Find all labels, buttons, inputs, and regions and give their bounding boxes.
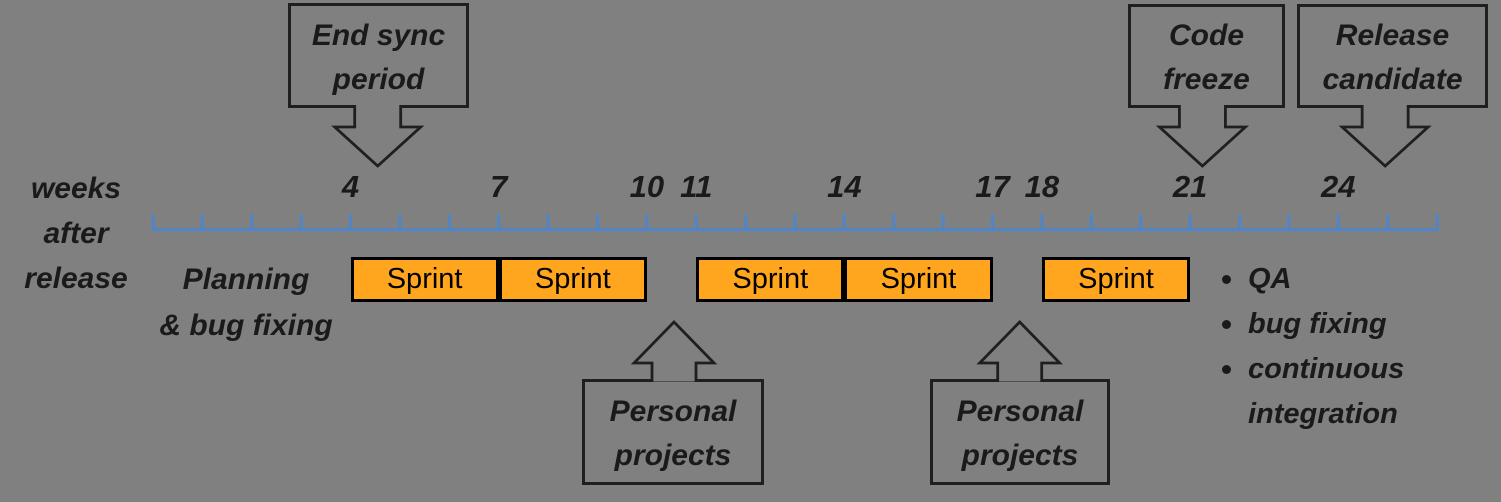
bullet-label: continuous integration [1248,353,1405,430]
bullet-icon [1222,275,1231,284]
list-item: QA [1222,257,1492,302]
week-label-10: 10 [629,169,665,204]
axis-caption: weeks after release [0,166,152,301]
sprint-box-week11-14: Sprint [696,257,845,302]
callout-text-line: projects [614,439,732,472]
code-freeze-arrow-down-icon [1155,105,1250,168]
list-item: continuous integration [1222,347,1492,437]
axis-caption-line: weeks [30,172,122,205]
code-freeze-callout: Code freeze [1128,4,1285,108]
week-label-18: 18 [1024,169,1060,204]
personal-projects-1-arrow-up-icon [630,319,718,382]
phase-label-line: & bug fixing [159,309,333,342]
callout-text-line: Release [1335,19,1450,52]
bullet-label: bug fixing [1248,308,1387,340]
callout-text-line: Personal [609,395,737,428]
bullet-icon [1222,320,1231,329]
sprint-label: Sprint [880,263,957,295]
end-sync-arrow-down-icon [331,105,425,168]
week-label-24: 24 [1320,169,1356,204]
personal-projects-2-arrow-up-icon [976,319,1064,382]
sprint-box-week18-21: Sprint [1041,257,1191,302]
callout-text-line: freeze [1163,63,1250,96]
week-label-7: 7 [490,169,508,204]
personal-projects-callout: Personal projects [582,379,764,485]
sprint-label: Sprint [732,263,809,295]
end-sync-callout: End sync period [288,3,469,108]
week-label-4: 4 [341,169,360,204]
week-label-21: 21 [1172,169,1208,204]
axis-caption-line: release [24,262,128,295]
phase-label-line: Planning [182,263,310,296]
sprint-box-week4-7: Sprint [350,257,499,302]
sprint-label: Sprint [386,263,463,295]
release-candidate-arrow-down-icon [1338,105,1432,168]
callout-text-line: candidate [1322,63,1463,96]
bullet-icon [1222,365,1231,374]
week-label-14: 14 [827,169,862,204]
callout-text-line: period [332,62,425,96]
sprint-label: Sprint [534,263,611,295]
week-label-11: 11 [680,169,713,204]
callout-text-line: projects [961,439,1079,472]
sprint-label: Sprint [1078,263,1154,295]
callout-text-line: Personal [956,395,1084,428]
week-label-17: 17 [975,169,1010,204]
qa-bullet-list: QA bug fixing continuous integration [1222,257,1492,437]
axis-caption-line: after [43,217,109,250]
planning-phase-label: Planning & bug fixing [110,257,382,349]
list-item: bug fixing [1222,302,1492,347]
sprint-box-week14-17: Sprint [844,257,993,302]
bullet-label: QA [1248,263,1292,295]
callout-text-line: Code [1169,19,1244,52]
sprint-box-week7-10: Sprint [498,257,647,302]
callout-text-line: End sync [311,18,446,52]
